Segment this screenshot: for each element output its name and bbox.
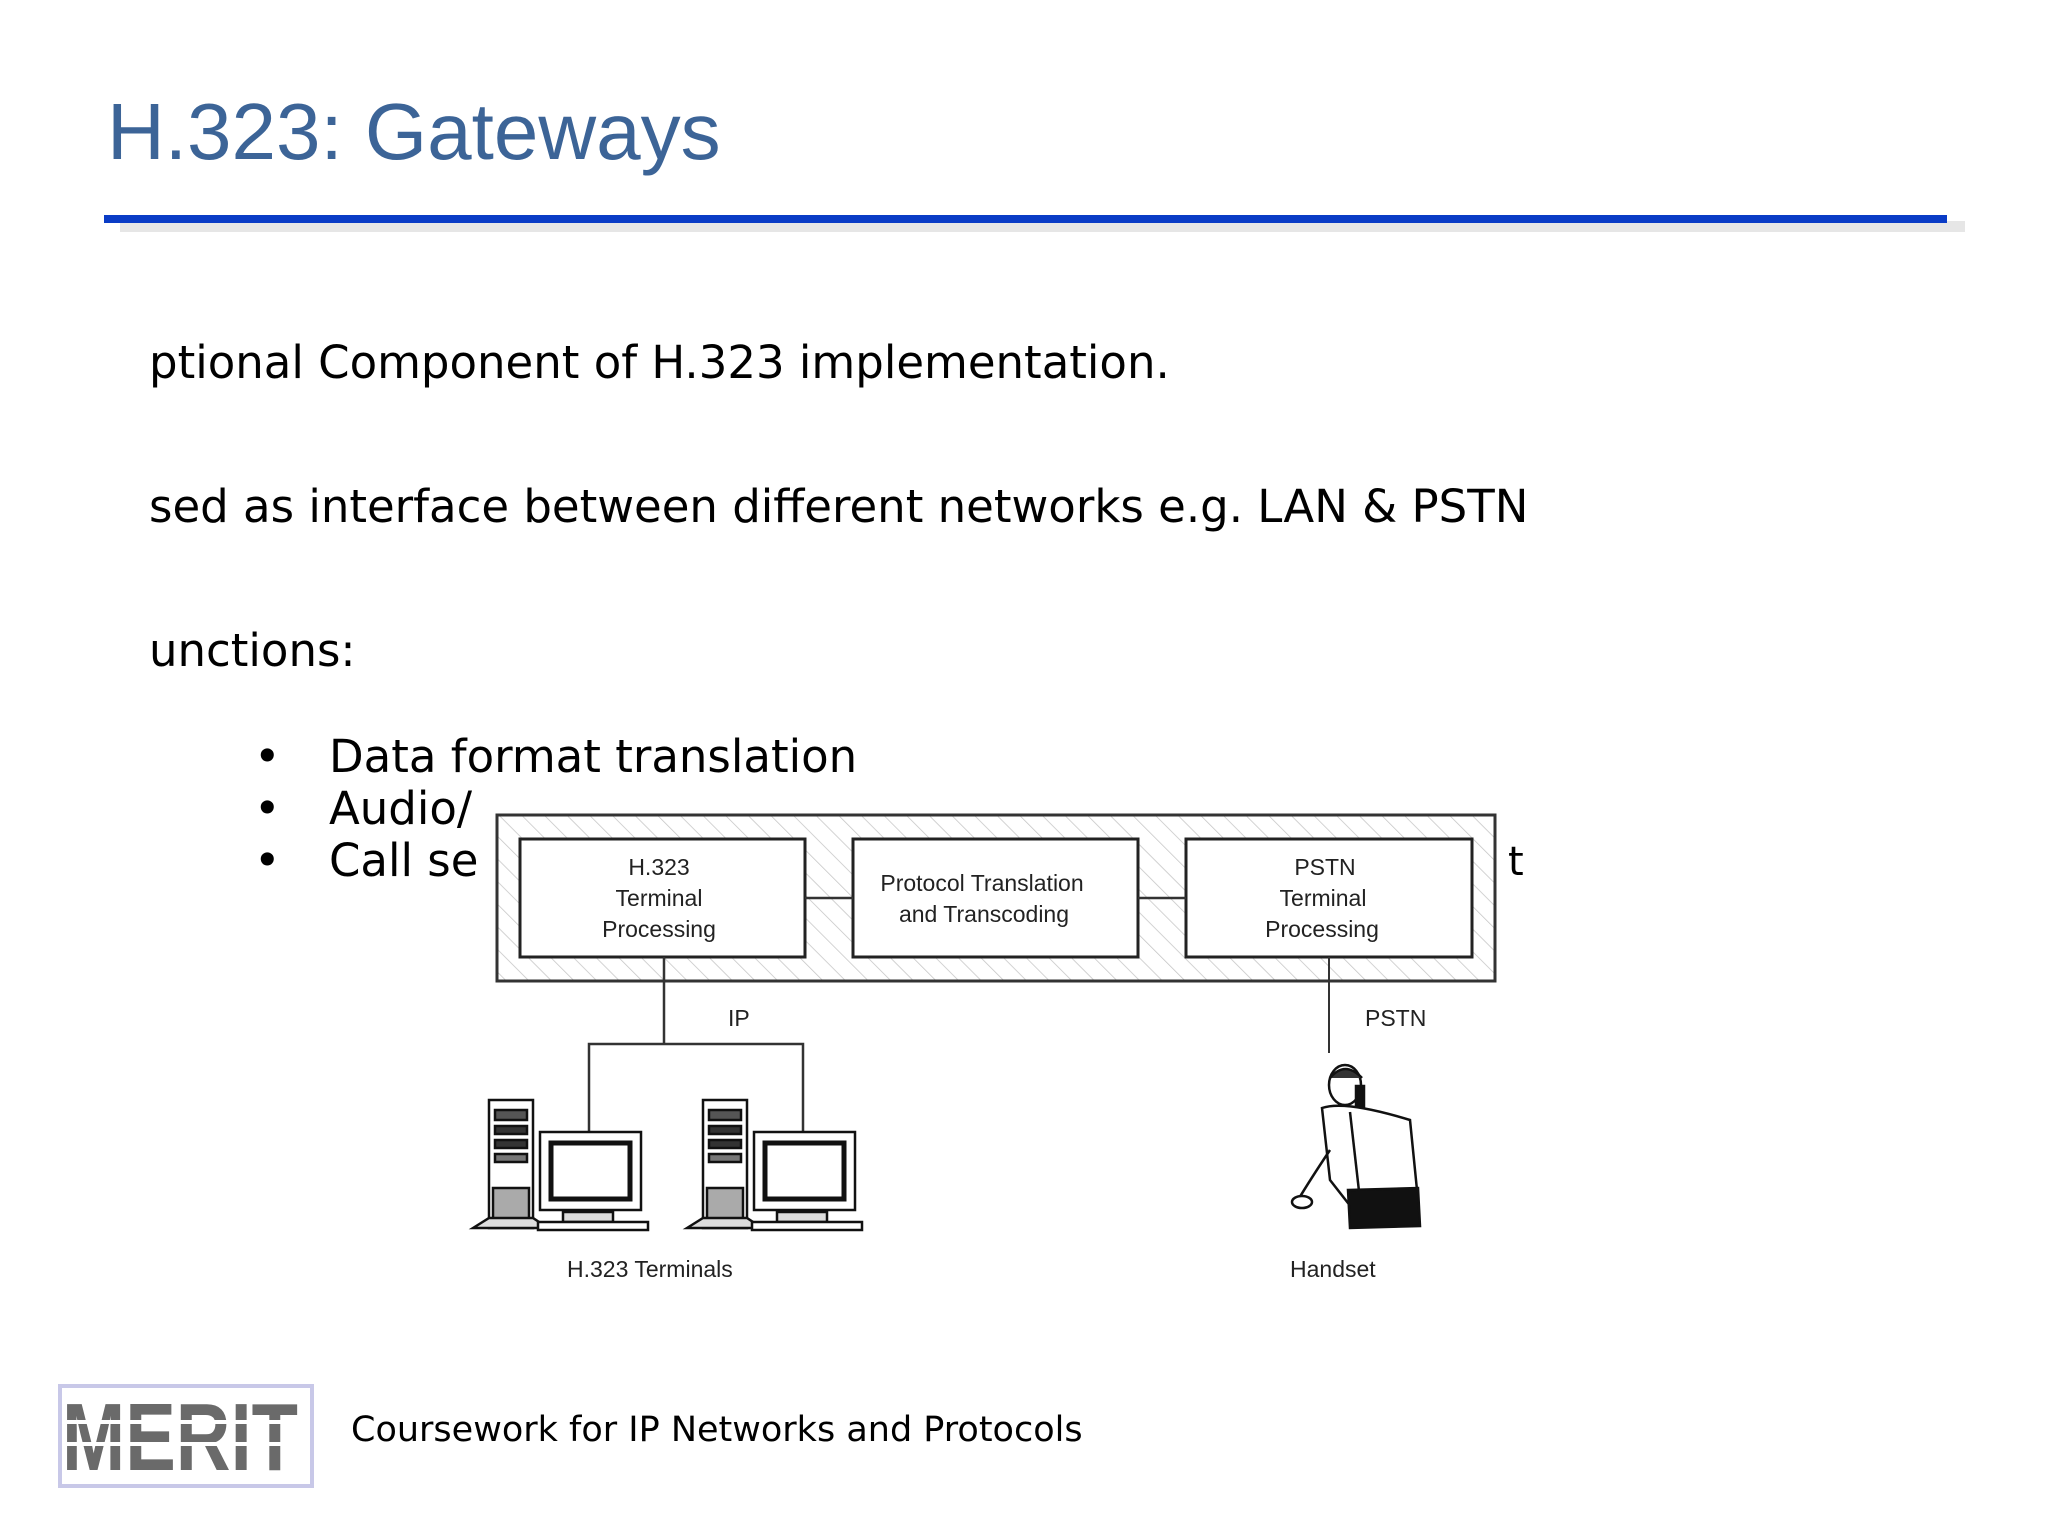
h323-terminals-label: H.323 Terminals (567, 1256, 733, 1282)
title-rule (104, 215, 1947, 223)
bullet-dot: • (254, 730, 281, 783)
body-line-optional-component: ptional Component of H.323 implementatio… (149, 336, 1170, 389)
protocol-box-line-1: Protocol Translation (880, 870, 1083, 896)
merit-logo: MERIT (58, 1384, 314, 1490)
pstn-box-line-1: PSTN (1294, 854, 1355, 880)
merit-logo-text: MERIT (62, 1384, 298, 1490)
body-line-functions: unctions: (149, 624, 356, 677)
protocol-translation-box (851, 837, 1140, 959)
body-line-interface: sed as interface between different netwo… (149, 480, 1529, 533)
ip-branch (587, 1042, 805, 1132)
ip-label: IP (728, 1005, 750, 1031)
clipped-glyph: t (1508, 839, 1524, 885)
slide-title: H.323: Gateways (107, 87, 721, 176)
computer-terminal-icon (468, 1098, 650, 1232)
protocol-box-line-2: and Transcoding (899, 901, 1069, 927)
bullet-dot: • (254, 834, 281, 887)
title-rule-shadow (120, 221, 1965, 232)
pstn-box-line-2: Terminal (1280, 885, 1367, 911)
h323-box-line-3: Processing (602, 916, 716, 942)
bullet-dot: • (254, 782, 281, 835)
h323-box-line-1: H.323 (628, 854, 689, 880)
person-on-phone-icon (1290, 1063, 1422, 1230)
handset-label: Handset (1290, 1256, 1376, 1282)
pstn-label: PSTN (1365, 1005, 1426, 1031)
h323-processing-box (518, 837, 807, 959)
bullet-text: Audio/ (329, 782, 473, 835)
footer-course-title: Coursework for IP Networks and Protocols (351, 1410, 1083, 1450)
bullet-text: Data format translation (329, 730, 858, 783)
bullet-text: Call se (329, 834, 479, 887)
pstn-processing-box (1184, 837, 1474, 959)
computer-terminal-icon (682, 1098, 864, 1232)
pstn-box-line-3: Processing (1265, 916, 1379, 942)
h323-box-line-2: Terminal (616, 885, 703, 911)
